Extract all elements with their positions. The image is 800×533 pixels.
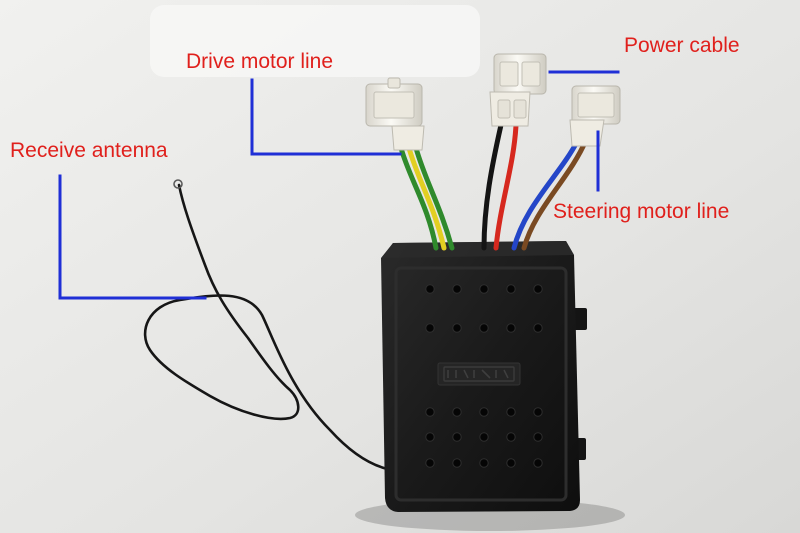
- vent-hole-icon: [479, 407, 489, 417]
- vent-hole-icon: [452, 323, 462, 333]
- vent-hole-icon: [506, 407, 516, 417]
- vent-hole-icon: [506, 432, 516, 442]
- steering-motor-wires: [511, 137, 589, 251]
- vent-hole-icon: [425, 458, 435, 468]
- drive-motor-wires: [398, 145, 455, 251]
- vent-hole-icon: [506, 323, 516, 333]
- vent-hole-icon: [452, 284, 462, 294]
- receive-antenna-label: Receive antenna: [10, 139, 168, 162]
- vent-hole-icon: [425, 284, 435, 294]
- power-cable-wires: [481, 122, 519, 251]
- vent-hole-icon: [533, 323, 543, 333]
- vent-hole-icon: [425, 323, 435, 333]
- leader-line-drive: [250, 78, 402, 156]
- background-highlight: [150, 5, 480, 77]
- vent-hole-icon: [425, 432, 435, 442]
- vent-hole-icon: [533, 407, 543, 417]
- power-cable-connector: [489, 53, 547, 127]
- vent-hole-icon: [452, 432, 462, 442]
- drive-motor-connector: [365, 77, 425, 151]
- antenna-wire: [143, 183, 394, 472]
- drive-motor-line-label: Drive motor line: [186, 50, 334, 73]
- vent-hole-icon: [533, 458, 543, 468]
- vent-hole-icon: [506, 458, 516, 468]
- steering-motor-connector: [569, 85, 621, 147]
- vent-hole-icon: [533, 432, 543, 442]
- vent-hole-icon: [533, 284, 543, 294]
- vent-hole-icon: [425, 407, 435, 417]
- vent-hole-icon: [479, 458, 489, 468]
- vent-hole-icon: [452, 407, 462, 417]
- vent-hole-icon: [452, 458, 462, 468]
- leader-line-antenna: [58, 174, 207, 300]
- vent-hole-icon: [479, 323, 489, 333]
- box-rim: [394, 266, 568, 502]
- leader-lines: [58, 70, 620, 300]
- power-cable-label: Power cable: [624, 34, 740, 57]
- vent-hole-icon: [479, 284, 489, 294]
- antenna-tip-icon: [173, 179, 183, 189]
- embossed-logo: [437, 362, 521, 386]
- steering-motor-line-label: Steering motor line: [553, 200, 730, 223]
- vent-holes: [425, 284, 543, 468]
- vent-hole-icon: [479, 432, 489, 442]
- vent-hole-icon: [506, 284, 516, 294]
